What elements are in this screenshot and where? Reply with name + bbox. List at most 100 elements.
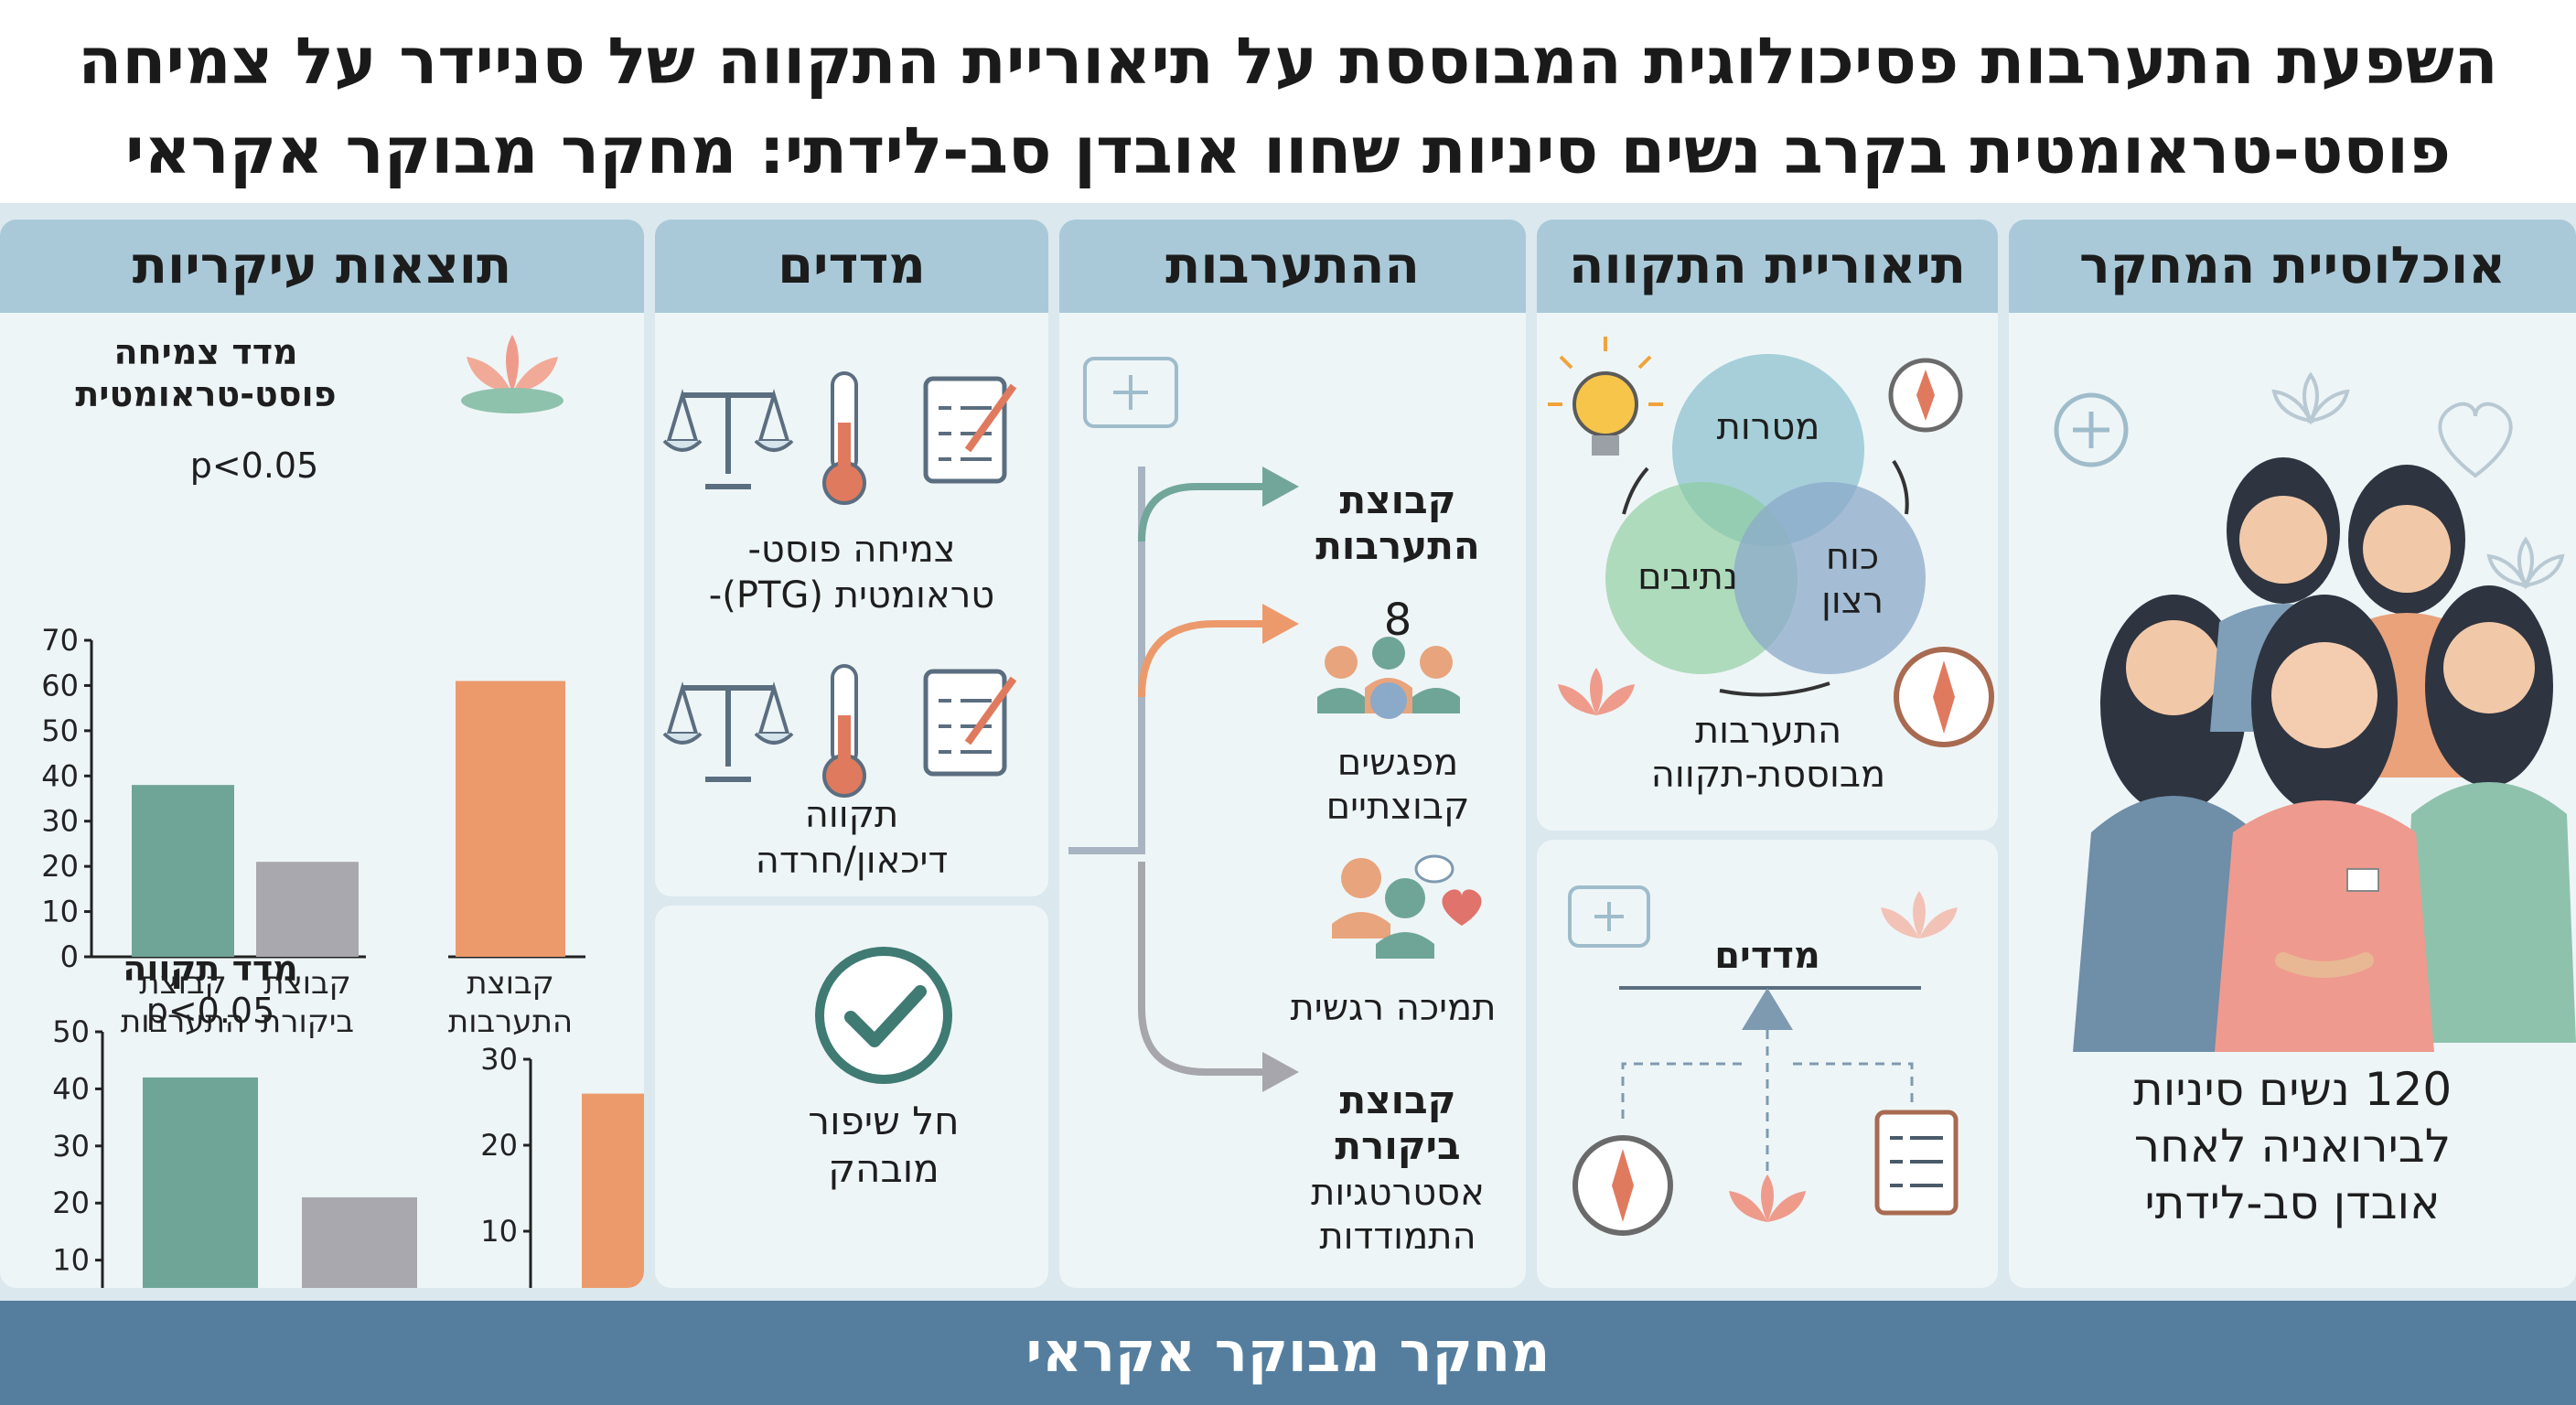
intervention-heading: ההתערבות xyxy=(1059,220,1526,313)
intervention-group-line-2: התערבות xyxy=(1315,523,1480,568)
emotional-support-icon xyxy=(1332,854,1482,959)
lightbulb-icon xyxy=(1548,337,1663,456)
arrowhead-1 xyxy=(1262,467,1299,507)
control-desc-line-1: אסטרטגיות xyxy=(1311,1172,1485,1214)
measures-diagram-label: מדדים xyxy=(1714,935,1820,977)
panel-hope-theory: תיאוריית התקווה מטרות נתיבים כוח רצון xyxy=(1537,220,1998,831)
intervention-group-line-1: קבוצת xyxy=(1339,477,1456,522)
lotus-icon-5 xyxy=(461,335,564,413)
panel-results: תוצאות עיקריות מדד צמיחה פוסט-טראומטית p… xyxy=(0,220,644,1288)
arrowhead-3 xyxy=(1262,1052,1299,1092)
y-tick-label-2-1: 10 xyxy=(52,1243,90,1278)
y-tick-label-0-5: 50 xyxy=(41,713,79,748)
bar-0-1 xyxy=(256,862,359,957)
compass-icon xyxy=(1888,358,1963,433)
x-label-0-0-0: קבוצת xyxy=(139,965,227,1002)
bar-2-0 xyxy=(143,1077,258,1288)
ptg-chart-title-line-2: פוסט-טראומטית xyxy=(75,374,336,414)
control-group-line-2: ביקורת xyxy=(1335,1123,1461,1168)
intervention-flow xyxy=(1068,357,1482,1092)
population-description: 120 נשים סיניות לבירואניה לאחר אובדן סב-… xyxy=(2018,1061,2567,1231)
checkmark-icon xyxy=(815,947,952,1084)
x-label-0-0-1: התערבות xyxy=(121,1003,245,1040)
flow-line-intervention xyxy=(1068,467,1145,854)
group-people-icon xyxy=(1317,637,1460,719)
lotus-icon-2 xyxy=(1558,668,1635,715)
panel-measures: מדדים xyxy=(655,220,1048,896)
results-heading: תוצאות עיקריות xyxy=(0,220,644,313)
lotus-icon-4 xyxy=(1729,1174,1806,1222)
pathways-label: נתיבים xyxy=(1637,556,1738,598)
woman-back-left xyxy=(2073,595,2274,1052)
y-tick-label-0-2: 20 xyxy=(41,849,79,884)
balance-pivot xyxy=(1742,988,1793,1030)
cycle-arrow-left xyxy=(1622,467,1649,515)
ptg-line-1: צמיחה פוסט- xyxy=(747,529,956,571)
y-tick-label-0-0: 0 xyxy=(60,939,79,974)
scale-icon xyxy=(662,389,794,489)
women-group-illustration xyxy=(2054,371,2576,1052)
dashed-connector-right xyxy=(1793,1062,1914,1110)
heart-icon xyxy=(2438,402,2513,478)
arrowhead-2 xyxy=(1262,604,1299,644)
hope-theory-heading: תיאוריית התקווה xyxy=(1537,220,1998,313)
hope-caption-2: מבוססת-תקווה xyxy=(1651,754,1885,796)
medical-case-icon-2 xyxy=(1083,357,1178,428)
hope-caption-1: התערבות xyxy=(1695,710,1841,752)
y-tick-label-2-2: 20 xyxy=(52,1185,90,1220)
y-tick-label-3-1: 10 xyxy=(480,1214,518,1249)
clipboard-icon xyxy=(1874,1110,1959,1216)
medical-case-icon xyxy=(1568,885,1650,948)
improvement-line-2: מובהק xyxy=(828,1146,939,1191)
panel-measures-diagram: מדדים xyxy=(1537,840,1998,1288)
hope-pvalue: p<0.05 xyxy=(146,991,275,1031)
measures-heading: מדדים xyxy=(655,220,1048,313)
x-label-0-1-0: קבוצת xyxy=(263,965,351,1002)
y-tick-label-0-4: 40 xyxy=(41,758,79,793)
measures-icons xyxy=(662,371,1017,798)
woman-front-right xyxy=(2402,585,2576,1043)
control-description: אסטרטגיות התמודדות xyxy=(1288,1171,1508,1259)
flow-arrow-sessions xyxy=(1138,620,1270,698)
panel-improvement: חל שיפור מובהק xyxy=(655,906,1048,1288)
hope-measure-line-2: דיכאון/חרדה xyxy=(755,840,949,882)
ptg-line-2: טראומטית (PTG)- xyxy=(708,574,995,617)
checklist-icon-2 xyxy=(923,669,1017,777)
sessions-count: 8 xyxy=(1383,595,1412,646)
emotional-support-label: תמיכה רגשית xyxy=(1290,987,1497,1029)
x-label-1-0-0: קבוצת xyxy=(467,965,554,1002)
compass-icon-3 xyxy=(1572,1135,1673,1236)
ptg-measure-label: צמיחה פוסט- טראומטית (PTG)- xyxy=(664,527,1039,618)
goals-label: מטרות xyxy=(1717,406,1820,448)
willpower-circle xyxy=(1733,482,1926,674)
cycle-arrow-top xyxy=(1892,459,1909,515)
population-line-1: 120 נשים סיניות xyxy=(2132,1063,2453,1116)
y-tick-label-3-3: 30 xyxy=(480,1042,518,1077)
page-title: השפעת התערבות פסיכולוגית המבוססת על תיאו… xyxy=(37,16,2539,196)
woman-front-center xyxy=(2215,595,2434,1052)
hope-measure-line-1: תקווה xyxy=(804,794,899,836)
lotus-icon-3 xyxy=(1881,891,1958,938)
scale-icon-2 xyxy=(662,681,794,782)
intervention-group-label: קבוצת התערבות xyxy=(1288,477,1508,569)
footer-banner: מחקר מבוקר אקראי xyxy=(0,1301,2576,1405)
x-label-0-1-1: ביקורת xyxy=(261,1003,354,1040)
compass-icon-2 xyxy=(1894,647,1994,747)
bar-3-0 xyxy=(582,1093,644,1288)
ptg-pvalue: p<0.05 xyxy=(190,445,319,486)
thermometer-icon-2 xyxy=(822,664,866,798)
panel-intervention: ההתערבות קבוצת xyxy=(1059,220,1526,1288)
checklist-icon xyxy=(923,376,1017,484)
dashed-connector-left xyxy=(1621,1062,1742,1119)
ptg-chart-title-line-1: מדד צמיחה xyxy=(113,332,297,372)
population-line-2: לבירואניה לאחר xyxy=(2133,1120,2452,1173)
panel-population: אוכלוסיית המחקר xyxy=(2009,220,2576,1288)
y-tick-label-0-6: 60 xyxy=(41,668,79,702)
flow-arrow-intervention xyxy=(1138,483,1270,542)
y-tick-label-2-3: 30 xyxy=(52,1129,90,1164)
population-line-3: אובדן סב-לידתי xyxy=(2144,1176,2441,1229)
results-charts: מדד צמיחה פוסט-טראומטית p<0.05 מדד תקווה… xyxy=(41,332,644,1288)
medical-cross-icon xyxy=(2054,392,2129,467)
y-tick-label-0-1: 10 xyxy=(41,895,79,929)
x-label-1-0-1: התערבות xyxy=(448,1003,573,1040)
